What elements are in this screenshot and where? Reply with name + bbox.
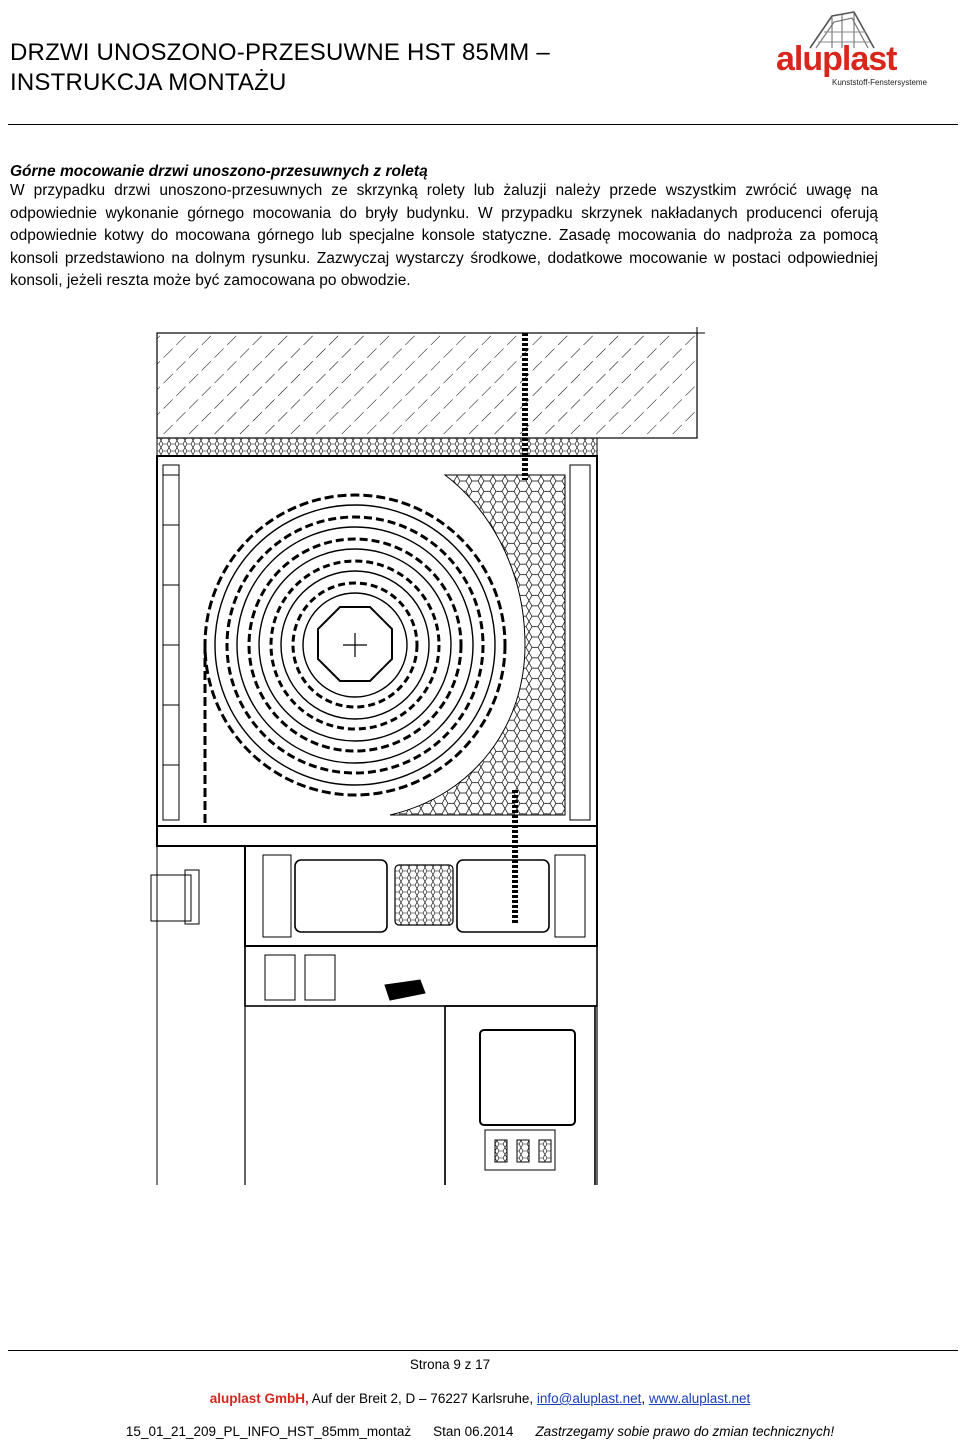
section-heading: Górne mocowanie drzwi unoszono-przesuwny… — [10, 163, 428, 180]
header-divider — [8, 124, 958, 125]
frame-head-profile — [244, 845, 598, 1185]
title-line-2: INSTRUKCJA MONTAŻU — [10, 69, 287, 96]
company-name: aluplast GmbH, — [209, 1391, 309, 1406]
technical-disclaimer: Zastrzegamy sobie prawo do zmian technic… — [535, 1424, 835, 1439]
logo-tagline: Kunststoff-Fenstersysteme — [832, 78, 927, 87]
page-number: Strona 9 z 17 — [409, 1357, 491, 1372]
document-reference-line: 15_01_21_209_PL_INFO_HST_85mm_montaż Stan… — [0, 1424, 960, 1439]
frame-sill-section — [244, 945, 598, 1185]
anchor-screw — [512, 333, 528, 925]
seal-strip — [156, 437, 598, 457]
shutter-bottom-rail — [156, 825, 598, 847]
insulation-infill — [389, 474, 566, 816]
logo-brand: aluplast — [776, 40, 897, 78]
document-title: DRZWI UNOSZONO-PRZESUWNE HST 85MM – INST… — [10, 38, 650, 98]
left-bracket — [150, 869, 200, 925]
title-line-1: DRZWI UNOSZONO-PRZESUWNE HST 85MM – — [10, 39, 550, 66]
document-reference: 15_01_21_209_PL_INFO_HST_85mm_montaż — [125, 1424, 412, 1439]
logo-house-mark-icon — [809, 11, 875, 49]
aluplast-logo: aluplast Kunststoff-Fenstersysteme — [770, 6, 940, 88]
company-address-line: aluplast GmbH, Auf der Breit 2, D – 7622… — [0, 1391, 960, 1406]
document-status: Stan 06.2014 — [433, 1424, 514, 1439]
footer-divider — [8, 1350, 958, 1351]
technical-cross-section-drawing — [150, 327, 705, 1185]
email-link[interactable]: info@aluplast.net — [536, 1391, 642, 1406]
section-paragraph: W przypadku drzwi unoszono-przesuwnych z… — [10, 182, 878, 290]
website-link[interactable]: www.aluplast.net — [648, 1391, 751, 1406]
company-address: Auf der Breit 2, D – 76227 Karlsruhe, — [308, 1391, 537, 1406]
shutter-roll — [203, 493, 507, 825]
link-separator: , — [641, 1391, 649, 1406]
shutter-shaft — [317, 606, 393, 682]
